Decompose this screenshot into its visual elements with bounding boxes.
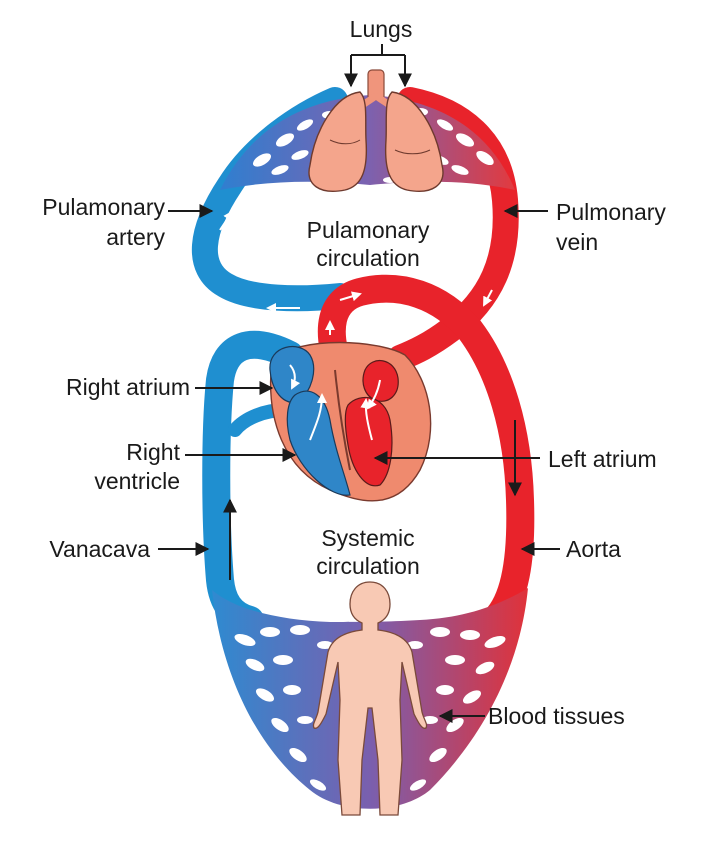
label-pulmonary-circulation-line2: circulation [316, 245, 420, 271]
label-pulmonary-circulation-line1: Pulamonary [307, 217, 430, 243]
label-right-ventricle-line1: Right [126, 439, 180, 465]
label-right-ventricle-line2: ventricle [94, 468, 180, 494]
leader-lines [158, 44, 560, 723]
label-aorta: Aorta [566, 536, 621, 562]
label-pulmonary-artery-line1: Pulamonary [42, 194, 165, 220]
label-left-atrium: Left atrium [548, 446, 657, 472]
lungs-organ [308, 69, 444, 192]
aorta-vessel [317, 274, 535, 634]
label-systemic-circulation-line1: Systemic [321, 525, 414, 551]
heart-organ [269, 341, 432, 502]
label-right-atrium: Right atrium [66, 374, 190, 400]
label-systemic-circulation-line2: circulation [316, 553, 420, 579]
label-lungs: Lungs [350, 16, 413, 42]
label-pulmonary-vein-line1: Pulmonary [556, 199, 666, 225]
right-ventricle-chamber [286, 390, 351, 496]
label-blood-tissues: Blood tissues [488, 703, 625, 729]
vessel-flow-arrows [219, 210, 493, 335]
label-pulmonary-vein-line2: vein [556, 229, 598, 255]
label-pulmonary-artery-line2: artery [106, 224, 165, 250]
human-body-figure [312, 581, 428, 816]
label-vena-cava: Vanacava [49, 536, 150, 562]
tissue-capillary-holes [234, 625, 506, 791]
right-atrium-chamber [269, 346, 315, 403]
pulmonary-vein-vessel [387, 87, 519, 371]
